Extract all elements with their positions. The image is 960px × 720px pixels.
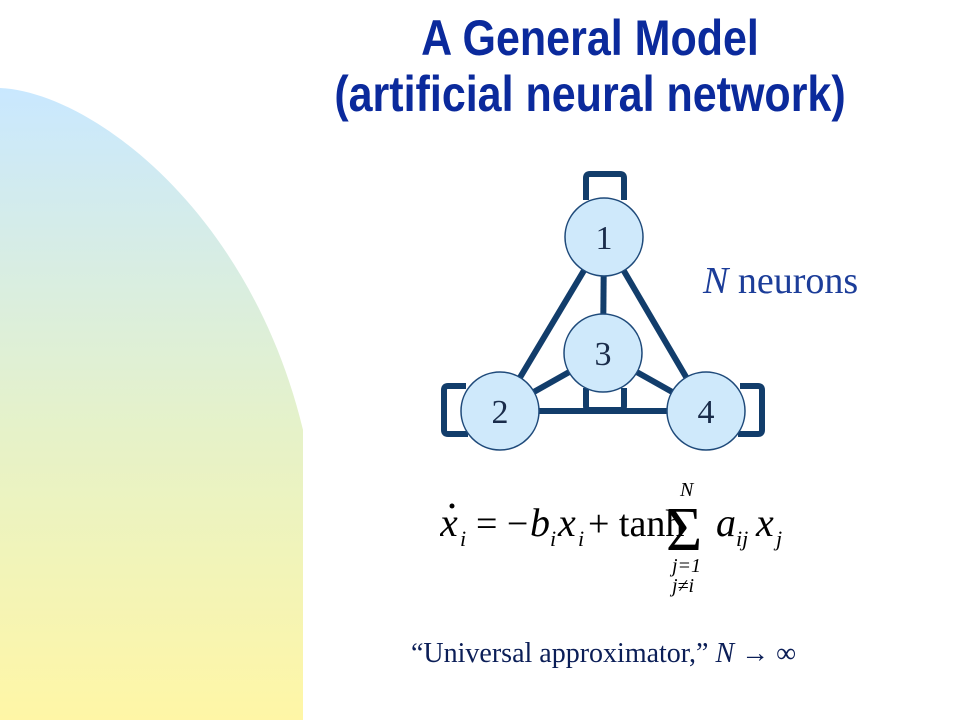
neuron-label-1: 1 bbox=[596, 220, 613, 257]
arrow-symbol: → bbox=[734, 638, 777, 669]
neuron-node-2 bbox=[460, 371, 540, 451]
equals-minus: = − bbox=[476, 503, 528, 545]
quote-text: “Universal approximator,” bbox=[411, 638, 716, 669]
infinity-symbol: ∞ bbox=[776, 638, 797, 669]
self-loop-4 bbox=[738, 383, 765, 437]
lhs-x: x bbox=[440, 500, 458, 545]
neurons-text: neurons bbox=[728, 260, 859, 302]
sum-top: N bbox=[679, 480, 695, 501]
n-neurons-label: N neurons bbox=[703, 259, 858, 303]
sum-bottom-1: j=1 bbox=[669, 555, 701, 577]
x-var: x bbox=[557, 500, 576, 545]
neuron-label-4: 4 bbox=[698, 394, 715, 431]
b-var: b bbox=[530, 500, 550, 545]
lhs-sub: i bbox=[460, 526, 466, 551]
slide-title: A General Model (artificial neural netwo… bbox=[220, 10, 960, 122]
neuron-node-4 bbox=[666, 371, 746, 451]
neuron-node-3 bbox=[563, 313, 643, 393]
a-var: a bbox=[716, 500, 736, 545]
neuron-label-2: 2 bbox=[492, 394, 509, 431]
sum-symbol: Σ bbox=[666, 496, 702, 564]
self-loop-1 bbox=[583, 171, 627, 200]
xj-var: x bbox=[755, 500, 774, 545]
self-loop-2 bbox=[441, 383, 468, 437]
title-line-1: A General Model bbox=[421, 10, 759, 66]
xj-sub: j bbox=[773, 526, 782, 551]
universal-approximator-quote: “Universal approximator,” N → ∞ bbox=[411, 638, 796, 670]
b-sub: i bbox=[550, 526, 556, 551]
quote-n-variable: N bbox=[715, 638, 735, 669]
left-curved-panel bbox=[0, 88, 303, 720]
x-sub: i bbox=[578, 526, 584, 551]
title-line-2: (artificial neural network) bbox=[334, 66, 846, 122]
neuron-node-1 bbox=[564, 197, 644, 277]
dot-derivative bbox=[449, 503, 455, 509]
n-variable: N bbox=[703, 260, 729, 302]
neuron-label-3: 3 bbox=[595, 336, 612, 373]
a-sub: ij bbox=[736, 526, 748, 551]
plus-tanh: + tanh bbox=[588, 503, 684, 545]
network-equation: x i = − b i x i + tanh N Σ j=1 j≠i a ij … bbox=[440, 480, 782, 597]
sum-bottom-2: j≠i bbox=[669, 575, 694, 597]
